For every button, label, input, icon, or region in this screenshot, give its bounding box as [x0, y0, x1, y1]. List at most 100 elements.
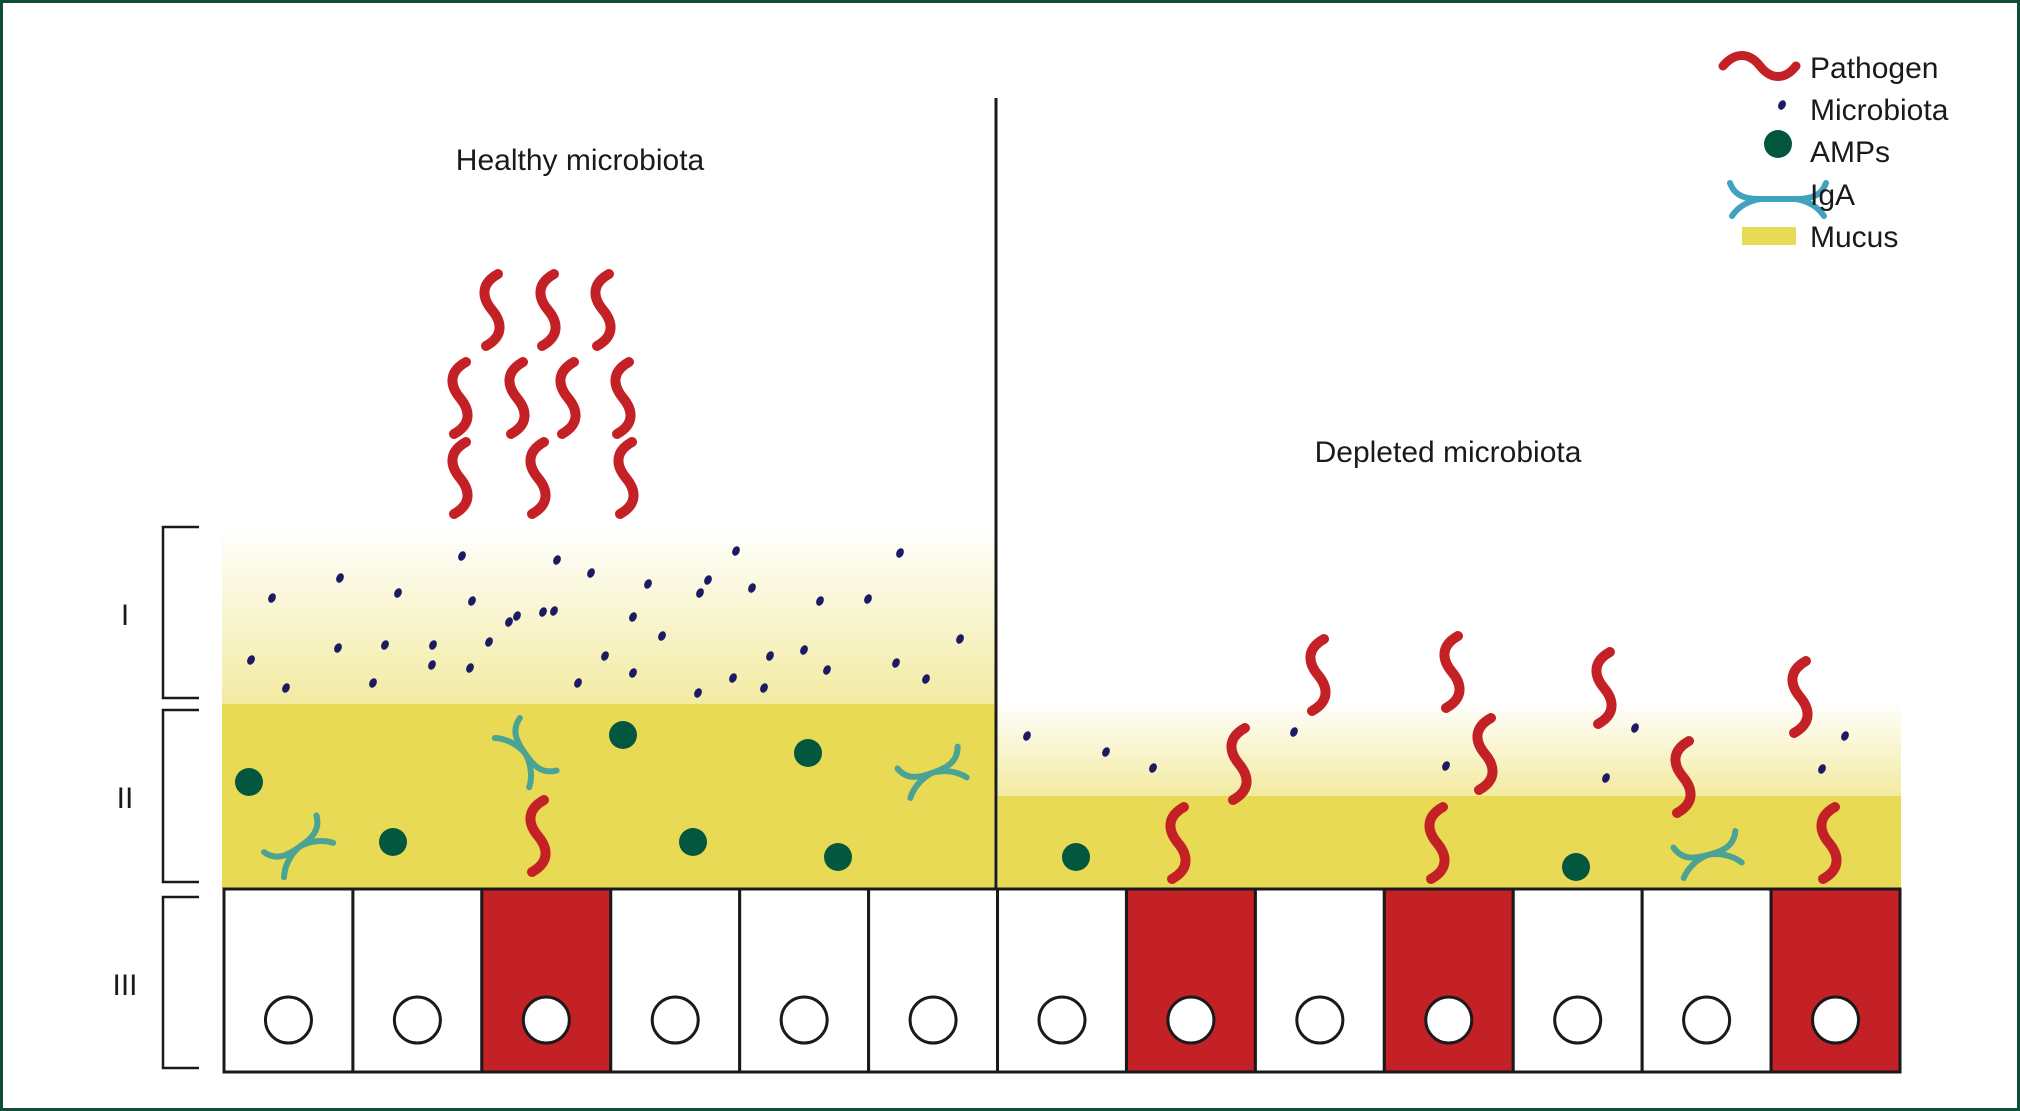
- cell-nucleus: [1682, 995, 1732, 1045]
- epithelial-cell: [609, 887, 742, 1074]
- microbiota-dot: [760, 683, 768, 693]
- cell-nucleus: [650, 995, 700, 1045]
- cell-body: [1640, 887, 1773, 1074]
- epithelial-cell: [996, 887, 1128, 1074]
- pathogen: [1787, 656, 1813, 738]
- microbiota-dot: [704, 575, 712, 585]
- microbiota-dot: [800, 645, 808, 655]
- epithelium-layer: [222, 887, 1902, 1074]
- legend-mucus-label: Mucus: [1810, 221, 1898, 254]
- pathogen: [535, 269, 561, 351]
- cell-nucleus: [392, 995, 442, 1045]
- amp-particle: [679, 828, 707, 856]
- microbiota-dot: [1023, 731, 1031, 741]
- pathogen: [613, 437, 639, 519]
- epithelial-cell: [738, 887, 871, 1074]
- microbiota-dots: [247, 546, 1849, 783]
- cell-body: [1382, 887, 1515, 1074]
- pathogen: [1226, 723, 1252, 805]
- pathogen: [555, 357, 581, 439]
- cell-body: [867, 887, 1000, 1074]
- pathogen: [1816, 802, 1842, 884]
- microbiota-dot: [394, 588, 402, 598]
- epithelial-cell: [222, 887, 355, 1074]
- amps-dots: [235, 721, 1590, 881]
- epithelial-cell: [1511, 887, 1644, 1074]
- iga-antibodies: [261, 715, 1745, 882]
- microbiota-dot: [629, 668, 637, 678]
- cell-nucleus: [779, 995, 829, 1045]
- cell-nucleus: [908, 995, 958, 1045]
- legend: Pathogen Microbiota AMPs IgA Mucus: [1718, 51, 1949, 254]
- microbiota-dot: [574, 678, 582, 688]
- iga-antibody: [894, 743, 970, 801]
- amps-icon: [1764, 130, 1792, 158]
- microbiota-dot: [694, 688, 702, 698]
- legend-pathogen-label: Pathogen: [1810, 52, 1938, 85]
- microbiota-dot: [468, 596, 476, 606]
- cell-nucleus: [1811, 995, 1861, 1045]
- microbiota-dot: [816, 596, 824, 606]
- cell-body: [1124, 887, 1257, 1074]
- microbiota-dot: [864, 594, 872, 604]
- pathogen: [479, 269, 505, 351]
- right-loose-mucus: [998, 700, 1901, 796]
- microbiota-dot: [1290, 727, 1298, 737]
- layer-brackets: [161, 525, 199, 1070]
- pathogen: [525, 795, 551, 877]
- microbiota-dot: [247, 655, 255, 665]
- pathogen: [610, 357, 636, 439]
- pathogen: [504, 357, 530, 439]
- cell-body: [996, 887, 1128, 1074]
- cell-nucleus: [1166, 995, 1216, 1045]
- cell-nucleus: [263, 995, 313, 1045]
- microbiota-dot: [587, 568, 595, 578]
- amp-particle: [1062, 843, 1090, 871]
- amp-particle: [235, 768, 263, 796]
- microbiota-dot: [1841, 731, 1849, 741]
- pathogen: [1472, 713, 1498, 795]
- microbiota-dot: [629, 612, 637, 622]
- microbiota-dot: [1442, 761, 1450, 771]
- microbiota-dot: [823, 665, 831, 675]
- cell-nucleus: [1037, 995, 1087, 1045]
- legend-iga-label: IgA: [1810, 179, 1855, 212]
- microbiota-dot: [601, 651, 609, 661]
- epithelial-cell: [1640, 887, 1773, 1074]
- iga-antibody: [261, 812, 337, 881]
- cell-body: [351, 887, 484, 1074]
- epithelial-cell: [1253, 887, 1386, 1074]
- pathogen: [1305, 634, 1331, 716]
- right-panel-title: Depleted microbiota: [1315, 436, 1582, 469]
- pathogen: [1424, 802, 1450, 884]
- microbiota-dot: [369, 678, 377, 688]
- cell-body: [222, 887, 355, 1074]
- microbiota-dot: [1102, 747, 1110, 757]
- cell-body: [1511, 887, 1644, 1074]
- microbiota-dot: [539, 607, 547, 617]
- amp-particle: [794, 739, 822, 767]
- microbiota-dot: [550, 606, 558, 616]
- microbiota-dot: [766, 651, 774, 661]
- microbiota-dot: [429, 640, 437, 650]
- cell-nucleus: [521, 995, 571, 1045]
- cell-nucleus: [1424, 995, 1474, 1045]
- microbiota-dot: [644, 579, 652, 589]
- pathogen: [525, 437, 551, 519]
- pathogen: [1165, 802, 1191, 884]
- cell-body: [1769, 887, 1902, 1074]
- amp-particle: [609, 721, 637, 749]
- pathogen: [447, 437, 473, 519]
- mucus-layers: [222, 525, 1901, 889]
- microbiota-dot: [553, 555, 561, 565]
- iga-antibody: [1670, 828, 1745, 882]
- mucus-icon: [1742, 227, 1796, 245]
- cell-nucleus: [1295, 995, 1345, 1045]
- infected-epithelial-cell: [480, 887, 613, 1074]
- microbiota-dot: [458, 551, 466, 561]
- microbiota-dot: [1818, 764, 1826, 774]
- layer-label-ii: II: [117, 782, 134, 815]
- microbiota-dot: [513, 611, 521, 621]
- bracket-layer-ii: [161, 708, 199, 884]
